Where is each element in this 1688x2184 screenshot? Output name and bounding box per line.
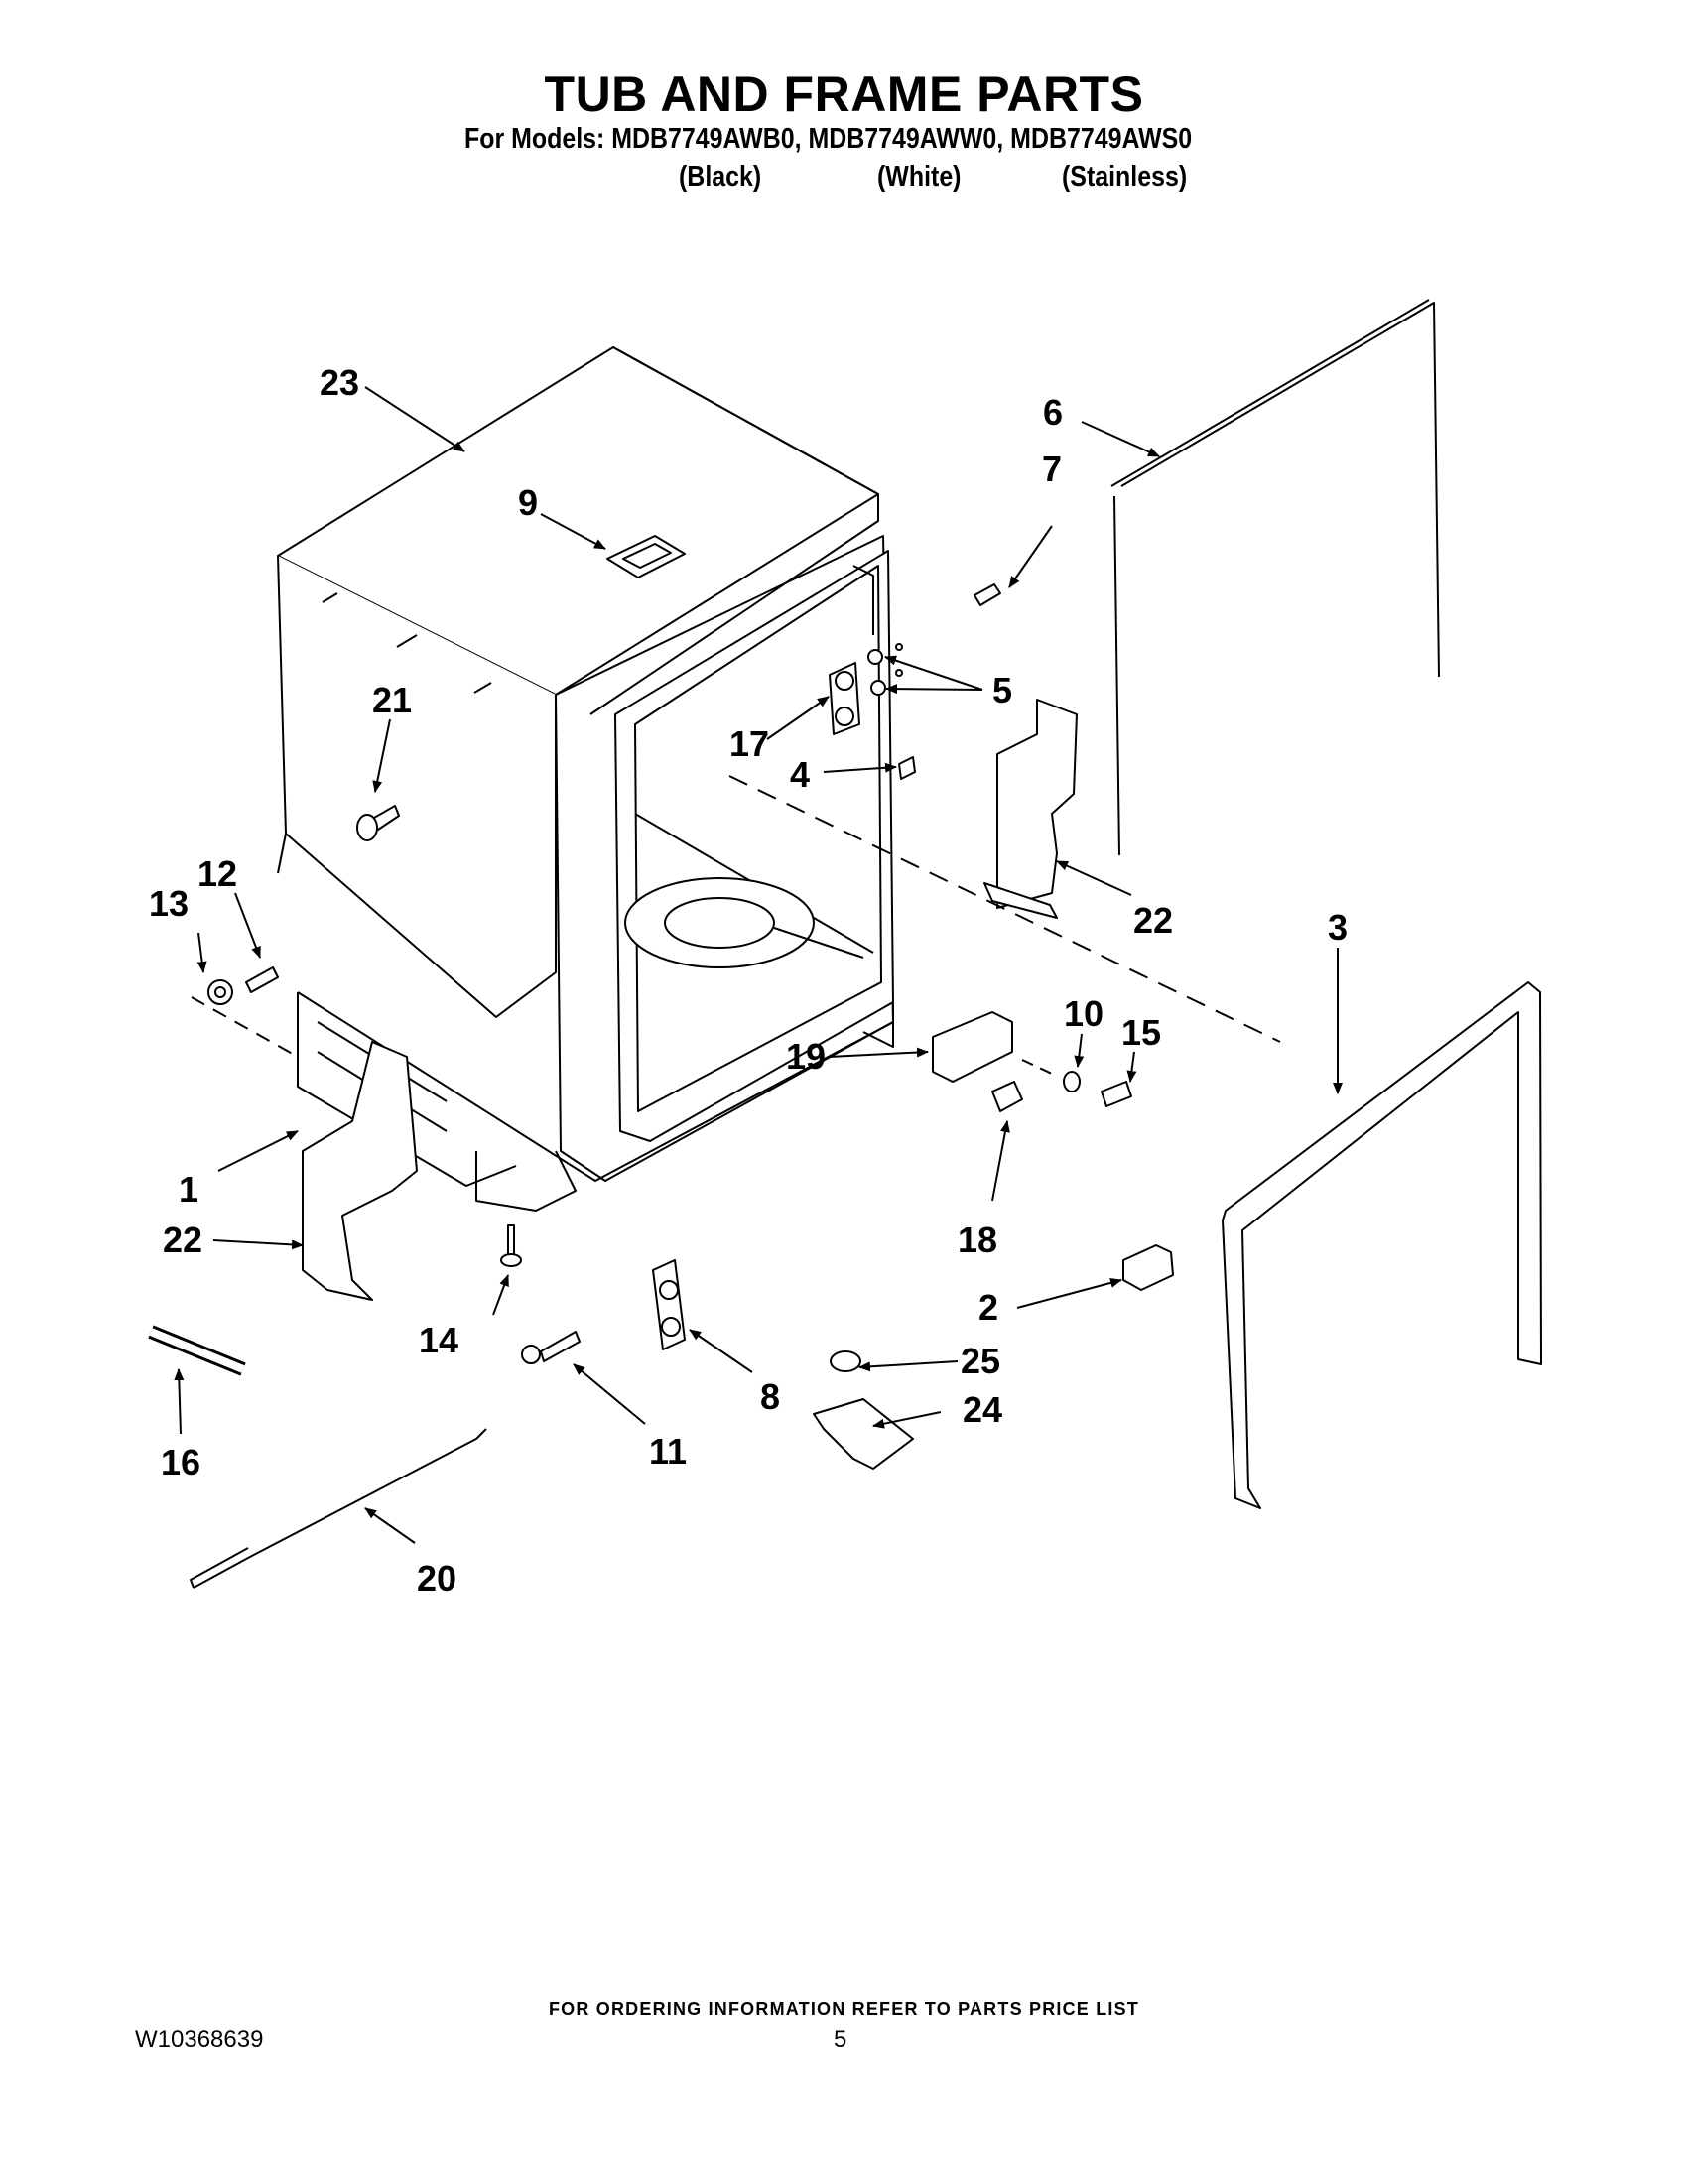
callout-25: 25 bbox=[961, 1341, 1000, 1381]
hinge-right bbox=[983, 699, 1078, 919]
door-seal bbox=[1222, 981, 1542, 1509]
callout-21: 21 bbox=[372, 680, 412, 720]
callout-1: 1 bbox=[179, 1169, 198, 1210]
callout-23: 23 bbox=[320, 362, 359, 403]
callout-11: 11 bbox=[649, 1431, 687, 1472]
thermostat-bracket-part-24 bbox=[813, 1398, 914, 1470]
nut-part-4 bbox=[898, 756, 916, 780]
models-line: For Models: MDB7749AWB0, MDB7749AWW0, MD… bbox=[464, 123, 1193, 155]
hinge-left bbox=[302, 1041, 418, 1301]
thermostat-part-25 bbox=[830, 1350, 861, 1372]
spring-part-16 bbox=[148, 1325, 246, 1376]
screw-part-15 bbox=[1101, 1081, 1132, 1107]
washer-part-5 bbox=[867, 643, 903, 696]
page-number: 5 bbox=[834, 2026, 847, 2053]
callout-7: 7 bbox=[1042, 449, 1062, 489]
callout-10: 10 bbox=[1064, 993, 1104, 1034]
callout-14: 14 bbox=[419, 1320, 458, 1360]
variant-black: (Black) bbox=[679, 161, 762, 193]
callout-2: 2 bbox=[978, 1287, 998, 1328]
document-number: W10368639 bbox=[135, 2026, 264, 2053]
clip-part-2 bbox=[1122, 1244, 1174, 1291]
variant-stainless: (Stainless) bbox=[1062, 161, 1188, 193]
screw-part-18 bbox=[991, 1081, 1023, 1112]
door-gasket bbox=[1110, 299, 1440, 856]
callout-16: 16 bbox=[161, 1442, 200, 1482]
callout-6: 6 bbox=[1043, 392, 1063, 433]
variant-white: (White) bbox=[877, 161, 962, 193]
screw-part-7 bbox=[974, 583, 1001, 606]
callout-5: 5 bbox=[992, 670, 1012, 710]
callout-22-right: 22 bbox=[1133, 900, 1173, 941]
screw-part-21 bbox=[356, 805, 400, 841]
callout-13: 13 bbox=[149, 883, 189, 924]
bracket-part-19 bbox=[932, 1011, 1013, 1083]
callout-8: 8 bbox=[760, 1376, 780, 1417]
callout-17: 17 bbox=[729, 723, 769, 764]
cable-part-20 bbox=[190, 1428, 487, 1589]
vent-part bbox=[606, 535, 686, 578]
screw-part-11 bbox=[521, 1331, 581, 1364]
callout-22-left: 22 bbox=[163, 1220, 202, 1260]
screw-part-12 bbox=[245, 966, 279, 993]
bracket-part-8 bbox=[652, 1259, 686, 1350]
callout-19: 19 bbox=[786, 1036, 826, 1077]
leveling-foot-part-14 bbox=[500, 1224, 522, 1267]
callout-12: 12 bbox=[197, 853, 237, 894]
callout-3: 3 bbox=[1328, 907, 1348, 948]
callout-4: 4 bbox=[790, 754, 810, 795]
callout-9: 9 bbox=[518, 482, 538, 523]
callout-15: 15 bbox=[1121, 1012, 1161, 1053]
callout-24: 24 bbox=[963, 1389, 1002, 1430]
callout-20: 20 bbox=[417, 1558, 456, 1599]
page-title: TUB AND FRAME PARTS bbox=[544, 66, 1144, 122]
callout-18: 18 bbox=[958, 1220, 997, 1260]
bracket-part-17 bbox=[829, 662, 860, 735]
ordering-note: FOR ORDERING INFORMATION REFER TO PARTS … bbox=[548, 1999, 1139, 2019]
washer-part-10 bbox=[1063, 1071, 1081, 1092]
nut-part-13 bbox=[207, 979, 233, 1005]
